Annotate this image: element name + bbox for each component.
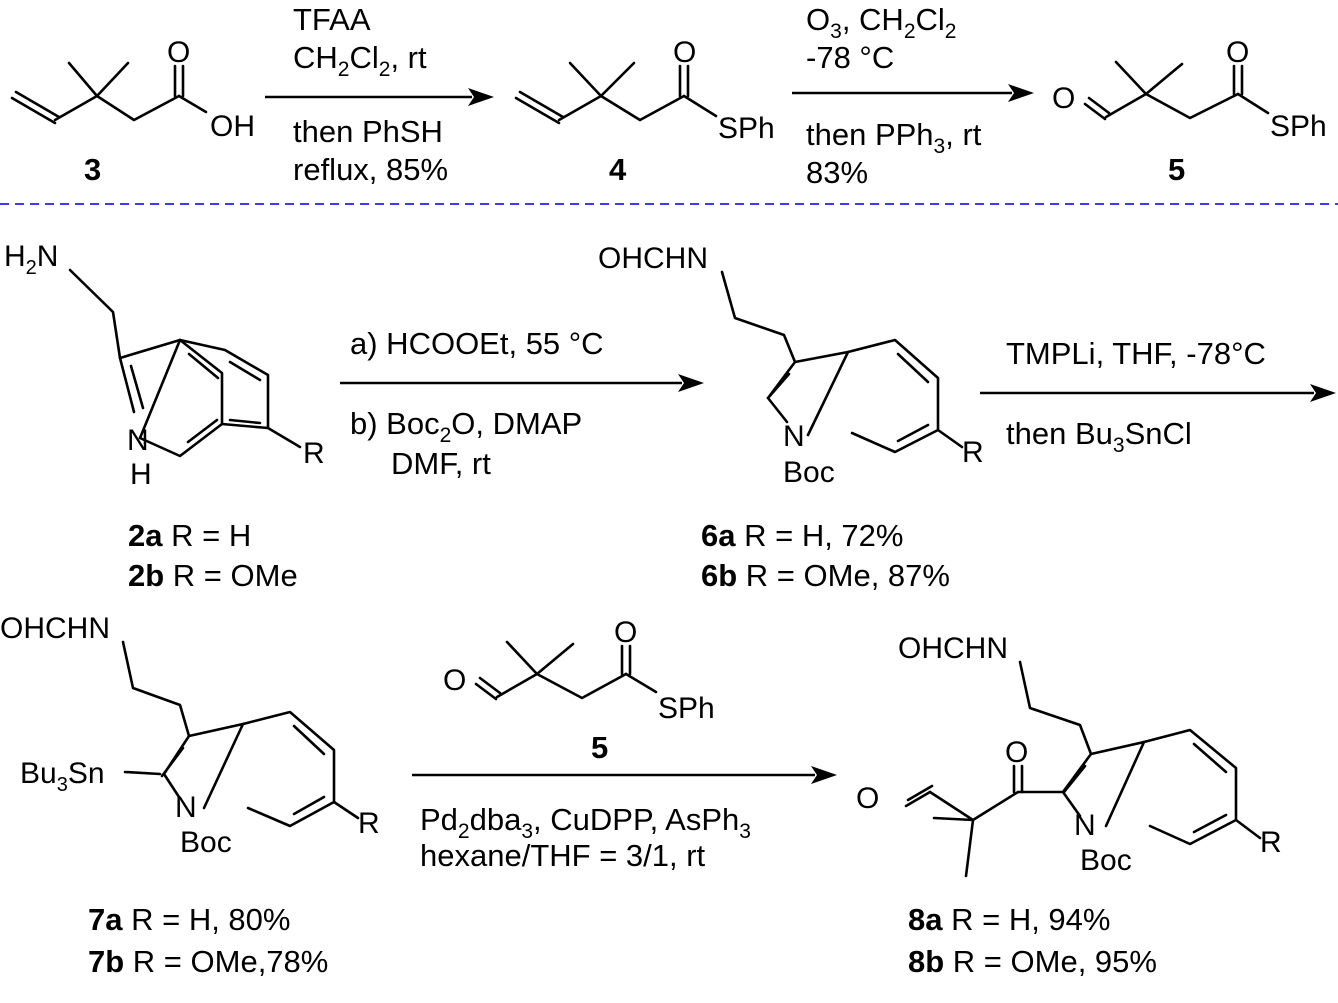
step-4-stannylation: then Bu3SnCl: [1006, 416, 1192, 457]
step-3-formylation: a) HCOOEt, 55 °C: [350, 326, 604, 361]
step-2-temperature: -78 °C: [806, 40, 894, 75]
step-1-then-phsh: then PhSH: [293, 114, 443, 149]
compound-3-carbonyl-o: O: [167, 36, 190, 69]
compound-7b-label: 7b R = OMe,78%: [88, 944, 328, 979]
step-2-arrow-head: [1008, 84, 1034, 102]
compound-7: OHCHN Bu3Sn N Boc R 7a R = H, 80% 7b R =…: [0, 612, 380, 979]
compound-3-hydroxyl: OH: [210, 110, 255, 143]
compound-6: OHCHN N Boc R 6a R = H, 72% 6b R = OMe, …: [598, 242, 984, 593]
reagent-5-number: 5: [591, 730, 608, 765]
compound-8-bonds: [904, 660, 1262, 878]
step-1: TFAA CH2Cl2, rt then PhSH reflux, 85%: [265, 2, 494, 187]
compound-2-amine: H2N: [4, 240, 58, 279]
compound-2-indole-n: N: [127, 424, 149, 457]
compound-6-r-group: R: [962, 436, 984, 469]
compound-8-indole-n: N: [1074, 809, 1096, 842]
compound-8a-label: 8a R = H, 94%: [908, 902, 1110, 937]
step-1-arrow-head: [468, 88, 494, 106]
step-1-reagent-solvent: CH2Cl2, rt: [293, 40, 427, 81]
step-2-yield: 83%: [806, 155, 868, 190]
compound-4-sph: SPh: [718, 112, 775, 145]
compound-7-indole-n: N: [175, 791, 197, 824]
step-4-lithiation: TMPLi, THF, -78°C: [1006, 336, 1266, 371]
compound-2-bonds: [68, 268, 302, 458]
step-2-ozone-solvent: O3, CH2Cl2: [806, 2, 956, 43]
step-5-arrow-head: [811, 766, 837, 784]
step-2-then-pph3: then PPh3, rt: [806, 117, 982, 158]
compound-6-indole-n: N: [783, 420, 805, 453]
compound-3-bonds: [10, 61, 208, 125]
compound-2-indole-h: H: [130, 458, 152, 491]
compound-7a-label: 7a R = H, 80%: [88, 902, 290, 937]
compound-6-boc: Boc: [783, 456, 835, 489]
compound-8b-label: 8b R = OMe, 95%: [908, 944, 1157, 979]
step-5: O O SPh 5 Pd2dba3, CuDPP, AsPh3 hexane/T…: [412, 616, 837, 873]
compound-4-carbonyl-o: O: [673, 36, 696, 69]
compound-6-formamide: OHCHN: [598, 242, 708, 275]
compound-5-bonds: [1083, 60, 1270, 121]
step-3: a) HCOOEt, 55 °C b) Boc2O, DMAP DMF, rt: [340, 326, 704, 481]
reagent-5-bonds: [474, 640, 658, 701]
compound-5-aldehyde-o: O: [1052, 82, 1075, 115]
compound-6a-label: 6a R = H, 72%: [701, 518, 903, 553]
compound-2a-label: 2a R = H: [128, 518, 251, 553]
compound-3: O OH 3: [10, 36, 255, 187]
compound-5-carbonyl-o: O: [1226, 36, 1249, 69]
compound-5-number: 5: [1168, 152, 1185, 187]
compound-8-r-group: R: [1260, 826, 1282, 859]
compound-7-boc: Boc: [180, 826, 232, 859]
compound-6-bonds: [720, 270, 964, 454]
compound-5: O O SPh 5: [1052, 36, 1327, 187]
compound-7-r-group: R: [358, 807, 380, 840]
compound-8: OHCHN O O N Boc R 8a R = H, 94% 8b R = O…: [856, 632, 1282, 979]
step-1-reagent-tfaa: TFAA: [293, 2, 371, 37]
compound-5-sph: SPh: [1270, 110, 1327, 143]
reagent-5-sph: SPh: [658, 692, 715, 725]
compound-7-formamide: OHCHN: [0, 612, 110, 645]
step-4-arrow-head: [1310, 384, 1336, 402]
compound-4-bonds: [514, 61, 718, 125]
compound-8-formamide: OHCHN: [898, 632, 1008, 665]
step-2: O3, CH2Cl2 -78 °C then PPh3, rt 83%: [792, 2, 1034, 190]
compound-7-bonds: [121, 640, 360, 828]
step-3-boc-protection: b) Boc2O, DMAP: [350, 406, 582, 447]
compound-6b-label: 6b R = OMe, 87%: [701, 558, 950, 593]
reagent-5-carbonyl-o: O: [614, 616, 637, 649]
compound-8-boc: Boc: [1080, 844, 1132, 877]
compound-7-tributylstannyl: Bu3Sn: [20, 757, 105, 796]
step-3-arrow-head: [678, 374, 704, 392]
step-5-reagent-5: O O SPh 5: [443, 616, 715, 765]
compound-8-ketone-o: O: [1005, 736, 1028, 769]
compound-2b-label: 2b R = OMe: [128, 558, 298, 593]
compound-4: O SPh 4: [514, 36, 775, 187]
step-5-solvent: hexane/THF = 3/1, rt: [420, 838, 706, 873]
reagent-5-aldehyde-o: O: [443, 664, 466, 697]
compound-4-number: 4: [609, 152, 627, 187]
step-1-reflux-yield: reflux, 85%: [293, 152, 448, 187]
compound-8-aldehyde-o: O: [856, 782, 879, 815]
step-5-catalysts: Pd2dba3, CuDPP, AsPh3: [420, 802, 751, 843]
compound-2: H2N N H R 2a R = H 2b R = OMe: [4, 240, 325, 593]
step-4: TMPLi, THF, -78°C then Bu3SnCl: [980, 336, 1336, 457]
compound-3-number: 3: [84, 152, 101, 187]
compound-2-r-group: R: [303, 437, 325, 470]
step-3-solvent: DMF, rt: [391, 446, 491, 481]
